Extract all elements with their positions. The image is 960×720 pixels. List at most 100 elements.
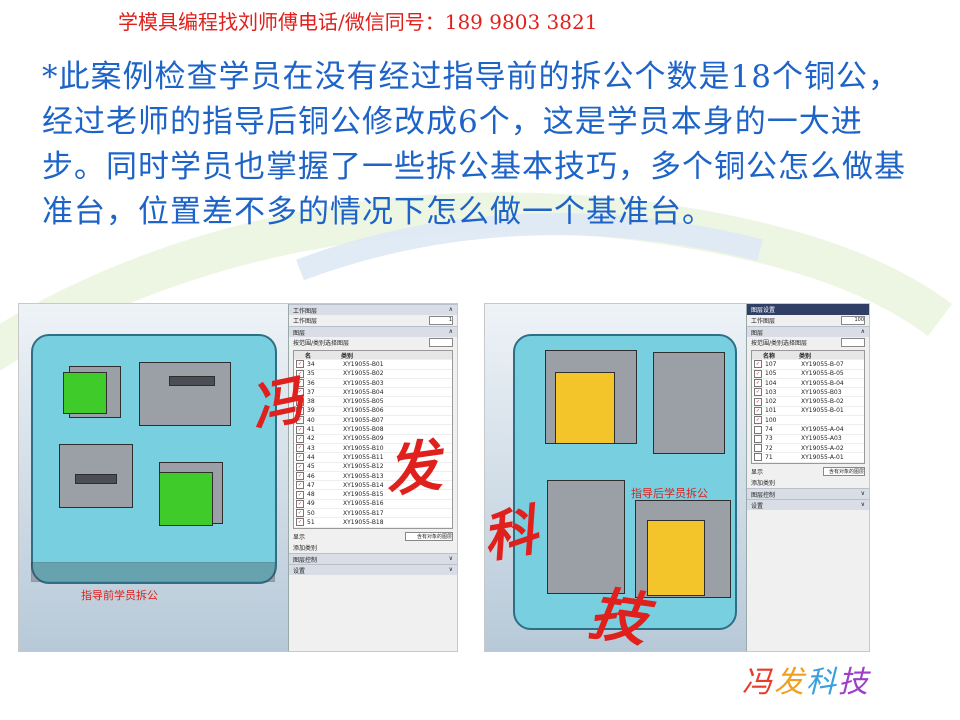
layer-checkbox[interactable]: ✓ <box>754 406 762 415</box>
layer-checkbox[interactable]: ✓ <box>296 416 304 425</box>
layer-row[interactable]: ✓100 <box>752 416 864 426</box>
screenshot-after-guidance: 指导后学员拆公 图层设置 工作图层 100 图层∧ 按范围/类别选择图层 名称 … <box>484 303 870 652</box>
company-logo: 冯发科技 <box>742 657 870 701</box>
layer-category: XY19055-B01 <box>343 360 384 368</box>
layer-filter-field: 按范围/类别选择图层 <box>747 337 869 348</box>
electrode-green <box>159 472 213 526</box>
layer-name: 103 <box>765 388 777 396</box>
logo-char: 发 <box>774 665 806 700</box>
layers-section-header[interactable]: 图层∧ <box>289 326 457 337</box>
layer-checkbox[interactable]: ✓ <box>296 490 304 499</box>
layer-row[interactable]: ✓47 XY19055-B14 <box>294 481 452 491</box>
layer-name: 41 <box>307 426 315 434</box>
layer-checkbox[interactable]: ✓ <box>296 518 304 527</box>
layer-checkbox[interactable]: ✓ <box>296 472 304 480</box>
work-layer-field: 工作图层 1 <box>293 316 453 325</box>
logo-char: 冯 <box>742 665 774 700</box>
layer-checkbox[interactable]: ✓ <box>296 369 304 378</box>
layer-checkbox[interactable]: ✓ <box>296 425 304 434</box>
layer-checkbox[interactable]: ✓ <box>296 388 304 397</box>
layer-name: 51 <box>307 518 315 526</box>
screenshot-before-guidance: 指导前学员拆公 工作图层∧ 工作图层 1 图层∧ 按范围/类别选择图层 名 类别… <box>18 303 458 652</box>
layer-checkbox[interactable] <box>754 434 762 443</box>
settings-header[interactable]: 设置∨ <box>747 498 869 510</box>
layer-checkbox[interactable] <box>754 453 762 462</box>
layer-name: 107 <box>765 360 777 368</box>
layer-name: 100 <box>765 416 777 424</box>
layer-filter-input[interactable] <box>841 338 865 347</box>
layer-checkbox[interactable]: ✓ <box>296 509 304 518</box>
layer-checkbox[interactable]: ✓ <box>754 388 762 397</box>
layer-checkbox[interactable]: ✓ <box>754 397 762 406</box>
panel-section-header[interactable]: 工作图层∧ <box>289 304 457 315</box>
layer-checkbox[interactable]: ✓ <box>296 360 304 369</box>
layer-checkbox[interactable]: ✓ <box>296 462 304 471</box>
work-layer-input[interactable]: 1 <box>429 316 453 325</box>
layer-control-header[interactable]: 图层控制∨ <box>747 487 869 499</box>
layer-checkbox[interactable] <box>754 444 762 453</box>
layer-control-header[interactable]: 图层控制∨ <box>289 552 457 564</box>
layer-checkbox[interactable]: ✓ <box>296 406 304 415</box>
layer-checkbox[interactable]: ✓ <box>754 379 762 388</box>
layer-checkbox[interactable]: ✓ <box>296 499 304 508</box>
layer-checkbox[interactable]: ✓ <box>296 434 304 443</box>
layer-filter-input[interactable] <box>429 338 453 347</box>
layer-checkbox[interactable]: ✓ <box>296 453 304 462</box>
layer-checkbox[interactable]: ✓ <box>296 481 304 490</box>
layer-name: 74 <box>765 426 773 434</box>
layers-section-header[interactable]: 图层∧ <box>747 326 869 337</box>
add-category-row[interactable]: 添加类别 <box>751 479 776 487</box>
show-select[interactable]: 含有对象的图层 <box>823 466 865 476</box>
show-field: 显示 含有对象的图层 <box>293 531 453 541</box>
layer-checkbox[interactable]: ✓ <box>296 379 304 388</box>
work-layer-input[interactable]: 100 <box>841 316 865 325</box>
layer-name: 104 <box>765 379 777 387</box>
layer-name: 39 <box>307 407 315 415</box>
layer-category: XY19055-B16 <box>343 500 384 508</box>
layer-checkbox[interactable]: ✓ <box>754 416 762 425</box>
add-category-row[interactable]: 添加类别 <box>293 544 318 552</box>
show-select[interactable]: 含有对象的图层 <box>405 531 453 541</box>
layer-checkbox[interactable]: ✓ <box>754 369 762 378</box>
settings-header[interactable]: 设置∨ <box>289 563 457 575</box>
layer-checkbox[interactable]: ✓ <box>754 360 762 369</box>
layer-category: XY19055-B03 <box>343 379 384 387</box>
layer-category: XY19055-B14 <box>343 481 384 489</box>
contact-header: 学模具编程找刘师傅电话/微信同号：189 9803 3821 <box>118 10 598 34</box>
layer-name: 47 <box>307 481 315 489</box>
layer-checkbox[interactable]: ✓ <box>296 444 304 453</box>
layer-checkbox[interactable] <box>754 425 762 434</box>
layer-checkbox[interactable]: ✓ <box>296 397 304 406</box>
